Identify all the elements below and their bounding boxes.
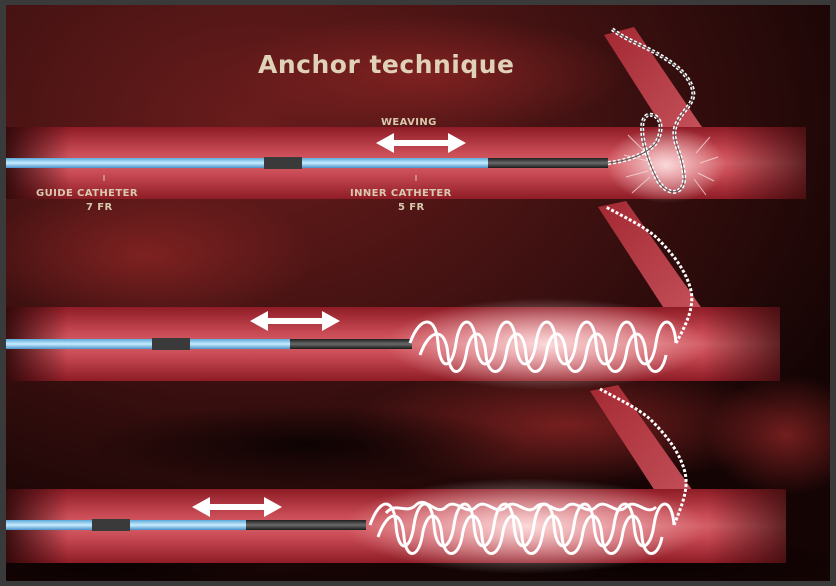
guide-catheter [6, 158, 488, 168]
anchor-technique-illustration: Anchor technique WEAVING GUIDE CATHETER … [6, 5, 830, 581]
guide-catheter-size: 7 FR [86, 202, 113, 213]
inner-catheter-size: 5 FR [398, 202, 425, 213]
inner-catheter [290, 339, 412, 349]
inner-catheter-label: INNER CATHETER [350, 188, 452, 199]
inner-catheter [246, 520, 366, 530]
diagram-title: Anchor technique [258, 50, 515, 79]
weaving-label: WEAVING [381, 117, 437, 128]
guide-catheter-label: GUIDE CATHETER [36, 188, 138, 199]
inner-catheter [488, 158, 608, 168]
